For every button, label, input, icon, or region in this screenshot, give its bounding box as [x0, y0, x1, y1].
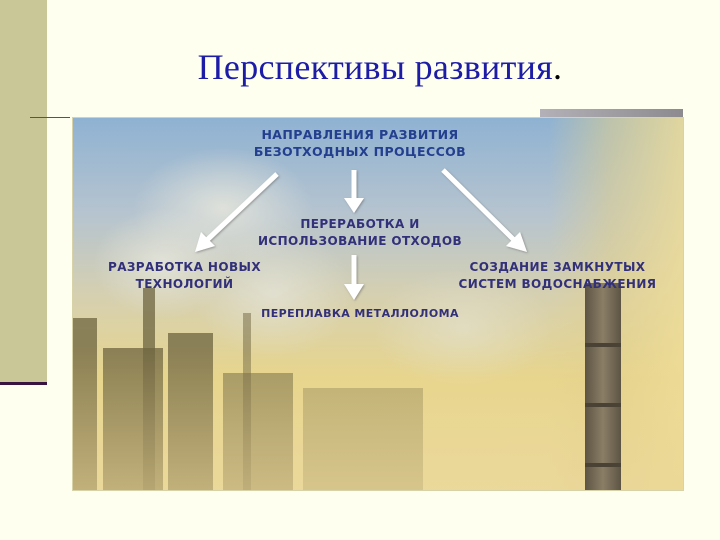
node-right-line2: СИСТЕМ ВОДОСНАБЖЕНИЯ: [458, 277, 657, 291]
arrow-to-bottom: [344, 255, 364, 300]
node-left-line2: ТЕХНОЛОГИЙ: [135, 277, 234, 291]
haze-overlay: [73, 350, 683, 490]
title-rule: [30, 117, 70, 118]
photo-top-edge: [540, 109, 683, 118]
node-root-line1: НАПРАВЛЕНИЯ РАЗВИТИЯ: [261, 127, 459, 142]
arrow-to-left: [195, 172, 279, 252]
node-right: СОЗДАНИЕ ЗАМКНУТЫХ СИСТЕМ ВОДОСНАБЖЕНИЯ: [445, 259, 670, 293]
arrow-to-right: [441, 168, 527, 252]
industrial-photo: [72, 117, 684, 491]
node-left: РАЗРАБОТКА НОВЫХ ТЕХНОЛОГИЙ: [92, 259, 277, 293]
node-root-line2: БЕЗОТХОДНЫХ ПРОЦЕССОВ: [253, 144, 467, 159]
node-center: ПЕРЕРАБОТКА И ИСПОЛЬЗОВАНИЕ ОТХОДОВ: [245, 216, 475, 250]
slide-title: Перспективы развития.: [0, 46, 720, 88]
smoke-plume: [193, 228, 353, 358]
slide-title-text: Перспективы развития: [197, 47, 554, 87]
left-accent-rule: [0, 382, 47, 385]
node-right-line1: СОЗДАНИЕ ЗАМКНУТЫХ: [469, 260, 646, 274]
node-center-line2: ИСПОЛЬЗОВАНИЕ ОТХОДОВ: [257, 234, 463, 248]
node-center-line1: ПЕРЕРАБОТКА И: [300, 217, 420, 231]
right-chimney: [585, 283, 621, 490]
slide-title-dot: .: [553, 47, 563, 87]
arrow-to-center: [344, 170, 364, 213]
node-root: НАПРАВЛЕНИЯ РАЗВИТИЯ БЕЗОТХОДНЫХ ПРОЦЕСС…: [240, 126, 480, 160]
left-accent-bar: [0, 0, 47, 383]
node-bottom-line1: ПЕРЕПЛАВКА МЕТАЛЛОЛОМА: [261, 307, 459, 320]
node-left-line1: РАЗРАБОТКА НОВЫХ: [108, 260, 261, 274]
node-bottom: ПЕРЕПЛАВКА МЕТАЛЛОЛОМА: [250, 305, 470, 322]
